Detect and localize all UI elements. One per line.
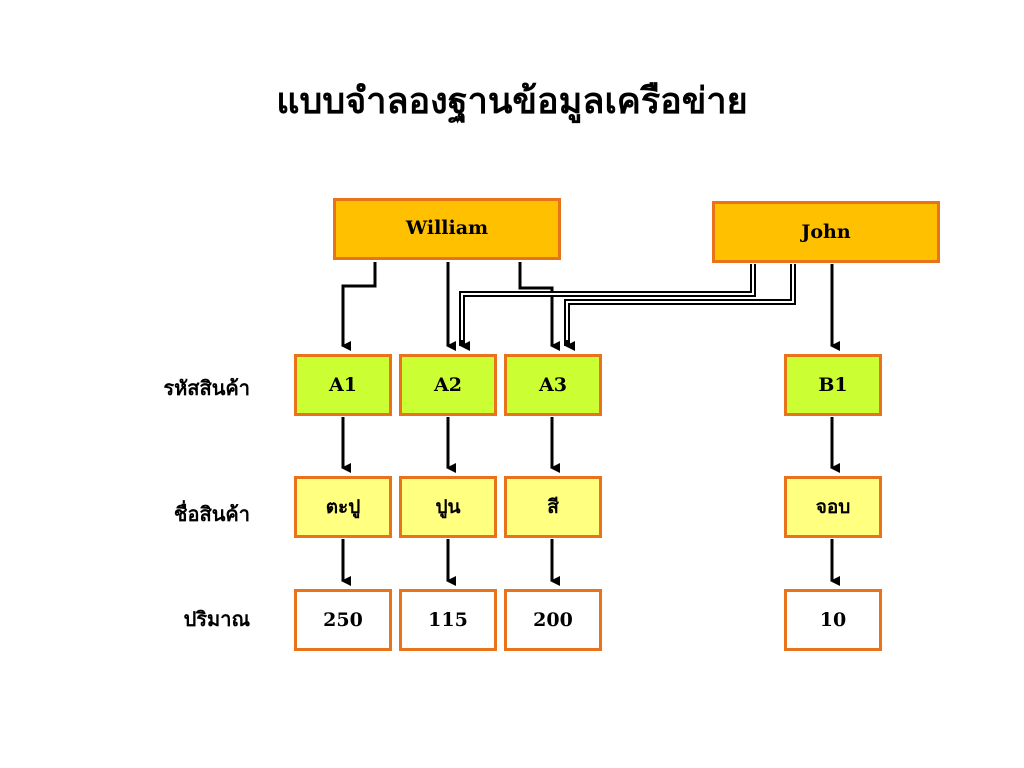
qty-box-b1: 10	[784, 589, 882, 651]
code-box-a3: A3	[504, 354, 602, 416]
link-john-a2-inner	[461, 264, 754, 340]
qty-value: 200	[533, 609, 573, 631]
code-value: A2	[434, 374, 462, 396]
code-box-b1: B1	[784, 354, 882, 416]
link-john-a3-inner	[566, 264, 794, 340]
row-label-name: ชื่อสินค้า	[173, 502, 250, 526]
owner-label: William	[405, 217, 489, 239]
name-box-a1: ตะปู	[294, 476, 392, 538]
name-value: จอบ	[815, 496, 851, 518]
name-value: สี	[547, 496, 559, 518]
name-box-b1: จอบ	[784, 476, 882, 538]
link-william-a3	[518, 262, 560, 351]
row-label-qty: ปริมาณ	[183, 607, 250, 631]
qty-box-a2: 115	[399, 589, 497, 651]
code-box-a2: A2	[399, 354, 497, 416]
qty-box-a1: 250	[294, 589, 392, 651]
diagram-title: แบบจำลองฐานข้อมูลเครือข่าย	[276, 80, 748, 122]
code-value: A1	[329, 374, 357, 396]
code-value: B1	[818, 374, 848, 396]
owner-box-john: John	[712, 201, 940, 263]
link-william-a1	[341, 262, 377, 351]
qty-value: 115	[428, 609, 468, 631]
qty-value: 250	[323, 609, 363, 631]
owner-label: John	[801, 221, 851, 243]
code-value: A3	[539, 374, 567, 396]
owner-box-william: William	[333, 198, 561, 260]
code-box-a1: A1	[294, 354, 392, 416]
name-value: ปูน	[435, 496, 461, 518]
name-box-a3: สี	[504, 476, 602, 538]
name-box-a2: ปูน	[399, 476, 497, 538]
qty-box-a3: 200	[504, 589, 602, 651]
qty-value: 10	[819, 609, 847, 631]
name-value: ตะปู	[325, 496, 361, 518]
row-label-code: รหัสสินค้า	[163, 376, 250, 400]
link-john-a3-outer	[564, 264, 796, 351]
